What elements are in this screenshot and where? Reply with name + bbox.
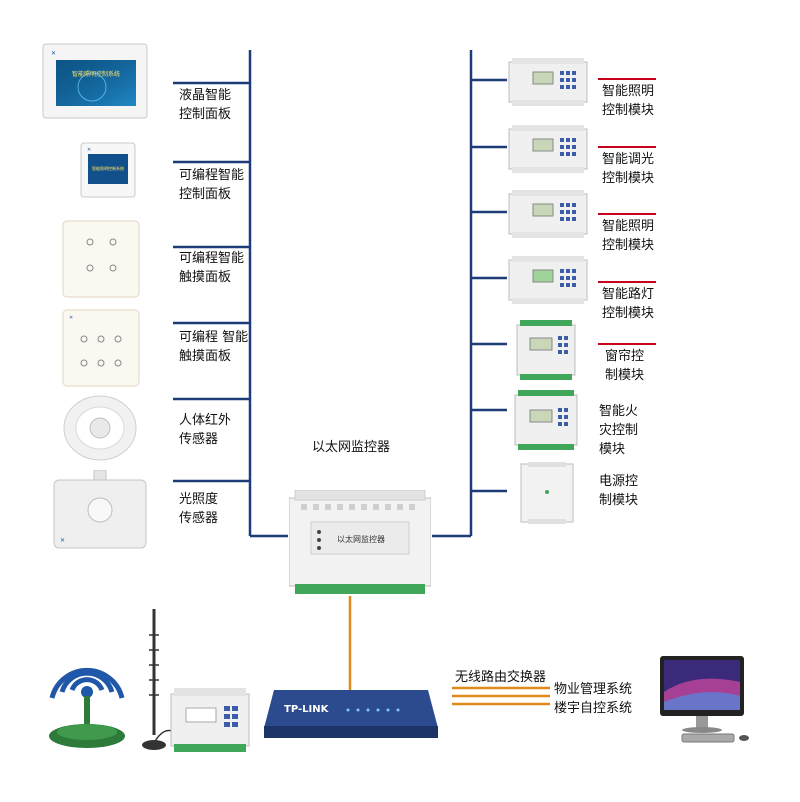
- ethernet-controller-label: 以太网监控器: [312, 440, 391, 455]
- router-brand-text: TP-LINK: [284, 704, 330, 715]
- label-property-system: 物业管理系统: [554, 682, 633, 697]
- light-sensor-image: ✕: [53, 470, 147, 549]
- svg-text:✕: ✕: [60, 537, 65, 544]
- svg-text:✕: ✕: [69, 315, 73, 321]
- label-module-streetlight: 智能路灯 控制模块: [602, 287, 655, 321]
- programmable-control-panel-image: 智能照明控制系统 ✕: [80, 142, 136, 198]
- antenna-icon: [142, 609, 177, 750]
- red-bar-lighting-2: [598, 213, 656, 215]
- label-module-dimming: 智能调光 控制模块: [602, 152, 655, 186]
- svg-text:智能照明控制系统: 智能照明控制系统: [92, 165, 124, 171]
- computer-icon: [660, 656, 749, 743]
- wireless-signal-icon: [49, 667, 125, 748]
- label-module-fire: 智能火 灾控制 模块: [599, 404, 639, 457]
- wireless-gateway-module-image: [170, 688, 250, 752]
- module-dimming-image: [508, 125, 588, 173]
- label-light-sensor: 光照度 传感器: [179, 492, 219, 526]
- label-programmable-control-panel: 可编程智能 控制面板: [179, 168, 245, 202]
- label-building-system: 楼宇自控系统: [554, 701, 633, 716]
- label-wireless-switch: 无线路由交换器: [455, 670, 547, 685]
- label-pir-sensor: 人体红外 传感器: [179, 413, 232, 447]
- label-touch-panel-6: 可编程 智能 触摸面板: [179, 330, 249, 364]
- red-bar-lighting-1: [598, 78, 656, 80]
- label-module-lighting-1: 智能照明 控制模块: [602, 84, 655, 118]
- red-bar-streetlight: [598, 281, 656, 283]
- tp-link-router-image: TP-LINK: [264, 690, 438, 738]
- module-fire-image: [514, 390, 578, 450]
- red-bar-curtain: [598, 343, 656, 345]
- svg-text:✕: ✕: [87, 147, 91, 153]
- module-lighting-2-image: [508, 190, 588, 238]
- ethernet-controller-device-text: 以太网监控器: [337, 534, 385, 544]
- label-module-power: 电源控 制模块: [599, 474, 639, 508]
- label-module-lighting-2: 智能照明 控制模块: [602, 219, 655, 253]
- module-lighting-1-image: [508, 58, 588, 106]
- lcd-screen-text: 智能照明控制系统: [72, 70, 120, 78]
- touch-panel-6-image: ✕: [62, 309, 140, 387]
- touch-panel-4-image: [62, 220, 140, 298]
- module-streetlight-image: [508, 256, 588, 304]
- ethernet-controller-image: 以太网监控器: [289, 490, 431, 594]
- red-bar-dimming: [598, 146, 656, 148]
- label-touch-panel-4: 可编程智能 触摸面板: [179, 251, 245, 285]
- label-module-curtain: 窗帘控 制模块: [605, 349, 645, 383]
- module-power-image: [520, 462, 574, 524]
- module-curtain-image: [516, 320, 576, 380]
- svg-text:✕: ✕: [51, 50, 56, 57]
- pir-sensor-image: [63, 395, 137, 461]
- lcd-control-panel-image: ✕ 智能照明控制系统: [42, 43, 148, 119]
- label-lcd-control-panel: 液晶智能 控制面板: [179, 88, 232, 122]
